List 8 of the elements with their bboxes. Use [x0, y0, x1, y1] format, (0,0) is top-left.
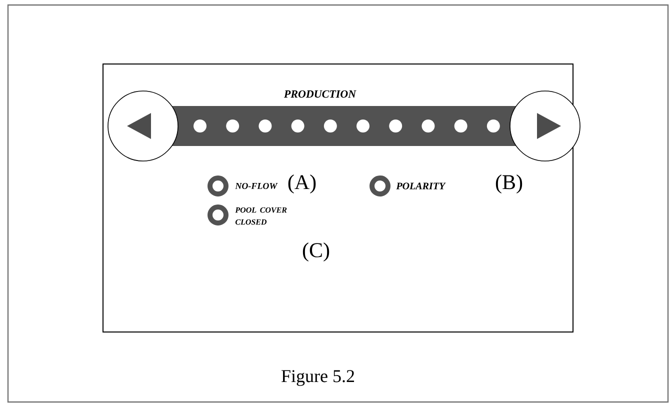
- callout-letter: (C): [302, 242, 330, 262]
- callout-letter: (B): [496, 174, 522, 194]
- indicator-label: POOL COVER CLOSED: [235, 207, 287, 225]
- callout-letter: (A): [288, 174, 316, 194]
- indicator-label: POLARITY: [396, 182, 446, 190]
- panel-heading: PRODUCTION: [284, 90, 356, 98]
- figure-caption: Figure 5.2: [282, 370, 354, 386]
- indicator-label: NO-FLOW: [235, 182, 278, 190]
